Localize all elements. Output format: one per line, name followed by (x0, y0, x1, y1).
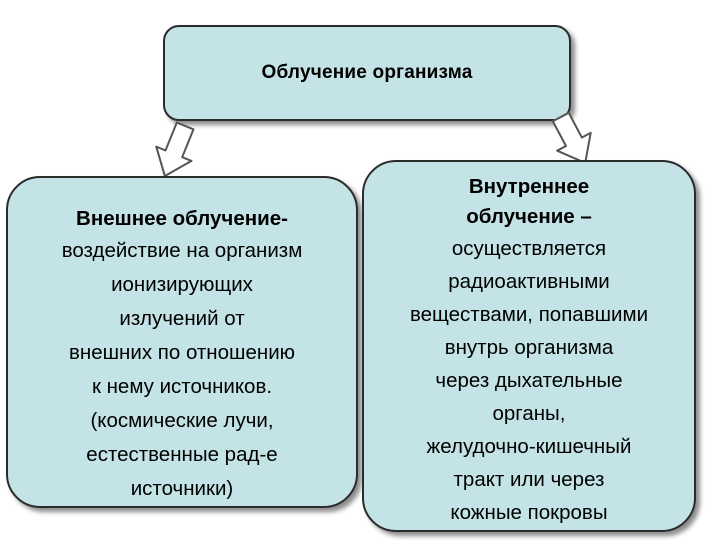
root-node-box: Облучение организма (163, 25, 571, 121)
down-arrow-icon (551, 111, 592, 164)
internal-irradiation-text: осуществляется радиоактивными веществами… (409, 237, 649, 524)
internal-irradiation-box: Внутреннее облучение – осуществляется ра… (362, 160, 696, 532)
down-arrow-icon (155, 121, 195, 178)
external-irradiation-text: воздействие на организм ионизирующих изл… (61, 239, 303, 500)
root-node-title: Облучение организма (261, 62, 473, 83)
external-irradiation-box: Внешнее облучение- воздействие на органи… (6, 176, 358, 508)
external-irradiation-heading: Внешнее облучение- (76, 207, 288, 230)
internal-irradiation-heading: Внутреннее облучение – (466, 175, 592, 228)
